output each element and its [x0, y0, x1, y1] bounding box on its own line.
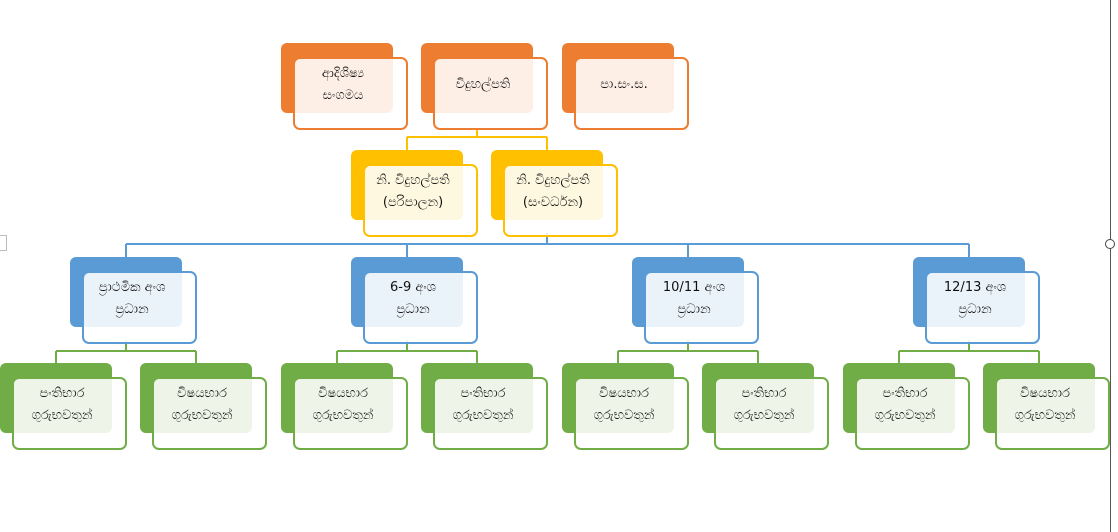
node-label: පංතිභාර ගුරුභවතුන් — [855, 377, 955, 433]
node-label-line1: පංතිභාර — [882, 386, 928, 401]
connector-level2-level3 — [125, 233, 970, 257]
node-label-line2: ගුරුභවතුන් — [593, 408, 655, 423]
node-box — [574, 377, 689, 450]
node-label-line1: විෂයභාර — [599, 386, 649, 401]
node-label: පංතිභාර ගුරුභවතුන් — [433, 377, 533, 433]
node-label-line2: ගුරුභවතුන් — [31, 408, 93, 423]
level3-node[interactable]: ප්‍රාථමික අංශ ප්‍රධාන — [70, 257, 198, 344]
node-box — [363, 164, 478, 237]
level4-node[interactable]: පංතිභාර ගුරුභවතුන් — [421, 363, 549, 450]
node-label-line2: ප්‍රධාන — [958, 302, 992, 317]
node-label-line1: ආදිශිෂ්‍ය — [321, 66, 365, 81]
level3-node[interactable]: 6-9 අංශ ප්‍රධාන — [351, 257, 479, 344]
node-box — [152, 377, 267, 450]
node-label: නි. විදුහල්පති (පරිපාලන) — [363, 164, 463, 220]
node-box — [433, 57, 548, 130]
node-label: පංතිභාර ගුරුභවතුන් — [12, 377, 112, 433]
node-label: ආදිශිෂ්‍ය සංගමය — [293, 57, 393, 113]
node-label: 6-9 අංශ ප්‍රධාන — [363, 271, 463, 327]
node-label-line2: ගුරුභවතුන් — [312, 408, 374, 423]
node-label-line2: ප්‍රධාන — [396, 302, 430, 317]
node-label-line1: 6-9 අංශ — [390, 280, 436, 295]
node-label-line2: (සංවර්ධන) — [522, 195, 584, 210]
canvas-edge-line — [1110, 0, 1111, 532]
node-label-line1: පංතිභාර — [741, 386, 787, 401]
level4-node[interactable]: විෂයභාර ගුරුභවතුන් — [983, 363, 1111, 450]
node-box — [82, 271, 197, 344]
level1-node[interactable]: ආදිශිෂ්‍ය සංගමය — [281, 43, 409, 130]
node-box — [433, 377, 548, 450]
level1-node[interactable]: විදුහල්පති — [421, 43, 549, 130]
node-box — [644, 271, 759, 344]
connector-level3-level4 — [55, 340, 1040, 363]
node-label-line1: පා.සං.ස. — [600, 77, 648, 92]
node-box — [12, 377, 127, 450]
node-label: නි. විදුහල්පති (සංවර්ධන) — [503, 164, 603, 220]
node-label: විෂයභාර ගුරුභවතුන් — [995, 377, 1095, 433]
node-box — [293, 57, 408, 130]
node-label-line2: ප්‍රධාන — [115, 302, 149, 317]
node-label-line2: ගුරුභවතුන් — [1014, 408, 1076, 423]
connector-level1-level2 — [406, 128, 548, 150]
node-label-line1: විදුහල්පති — [455, 77, 511, 92]
node-box — [714, 377, 829, 450]
resize-handle[interactable] — [1105, 239, 1115, 249]
node-label-line1: විෂයභාර — [1020, 386, 1070, 401]
node-label-line2: ගුරුභවතුන් — [171, 408, 233, 423]
level4-node[interactable]: විෂයභාර ගුරුභවතුන් — [281, 363, 409, 450]
level4-node[interactable]: පංතිභාර ගුරුභවතුන් — [0, 363, 128, 450]
level4-node[interactable]: පංතිභාර ගුරුභවතුන් — [702, 363, 830, 450]
node-label: විදුහල්පති — [433, 57, 533, 113]
node-label: ප්‍රාථමික අංශ ප්‍රධාන — [82, 271, 182, 327]
node-label: 10/11 අංශ ප්‍රධාන — [644, 271, 744, 327]
node-label-line1: විෂයභාර — [318, 386, 368, 401]
node-box — [925, 271, 1040, 344]
node-label-line1: විෂයභාර — [177, 386, 227, 401]
node-label-line2: ගුරුභවතුන් — [874, 408, 936, 423]
node-label-line2: ප්‍රධාන — [677, 302, 711, 317]
level3-node[interactable]: 10/11 අංශ ප්‍රධාන — [632, 257, 760, 344]
level2-node[interactable]: නි. විදුහල්පති (සංවර්ධන) — [491, 150, 619, 237]
node-label-line2: ගුරුභවතුන් — [452, 408, 514, 423]
node-label-line1: 10/11 අංශ — [662, 280, 726, 295]
node-label-line1: නි. විදුහල්පති — [516, 173, 590, 188]
node-label-line2: (පරිපාලන) — [382, 195, 444, 210]
node-label-line1: 12/13 අංශ — [943, 280, 1007, 295]
node-label-line2: ගුරුභවතුන් — [733, 408, 795, 423]
node-label: පා.සං.ස. — [574, 57, 674, 113]
node-label-line1: පංතිභාර — [460, 386, 506, 401]
level1-node[interactable]: පා.සං.ස. — [562, 43, 690, 130]
node-label: විෂයභාර ගුරුභවතුන් — [152, 377, 252, 433]
node-box — [363, 271, 478, 344]
node-box — [855, 377, 970, 450]
anchor-marker — [0, 235, 7, 251]
level2-node[interactable]: නි. විදුහල්පති (පරිපාලන) — [351, 150, 479, 237]
node-label-line1: ප්‍රාථමික අංශ — [98, 280, 166, 295]
node-box — [293, 377, 408, 450]
node-box — [574, 57, 689, 130]
level4-node[interactable]: පංතිභාර ගුරුභවතුන් — [843, 363, 971, 450]
node-label-line2: සංගමය — [322, 88, 364, 103]
node-label: විෂයභාර ගුරුභවතුන් — [574, 377, 674, 433]
node-box — [995, 377, 1110, 450]
node-label: විෂයභාර ගුරුභවතුන් — [293, 377, 393, 433]
level4-node[interactable]: විෂයභාර ගුරුභවතුන් — [562, 363, 690, 450]
node-label-line1: පංතිභාර — [39, 386, 85, 401]
node-box — [503, 164, 618, 237]
level3-node[interactable]: 12/13 අංශ ප්‍රධාන — [913, 257, 1041, 344]
node-label-line1: නි. විදුහල්පති — [376, 173, 450, 188]
node-label: 12/13 අංශ ප්‍රධාන — [925, 271, 1025, 327]
level4-node[interactable]: විෂයභාර ගුරුභවතුන් — [140, 363, 268, 450]
node-label: පංතිභාර ගුරුභවතුන් — [714, 377, 814, 433]
